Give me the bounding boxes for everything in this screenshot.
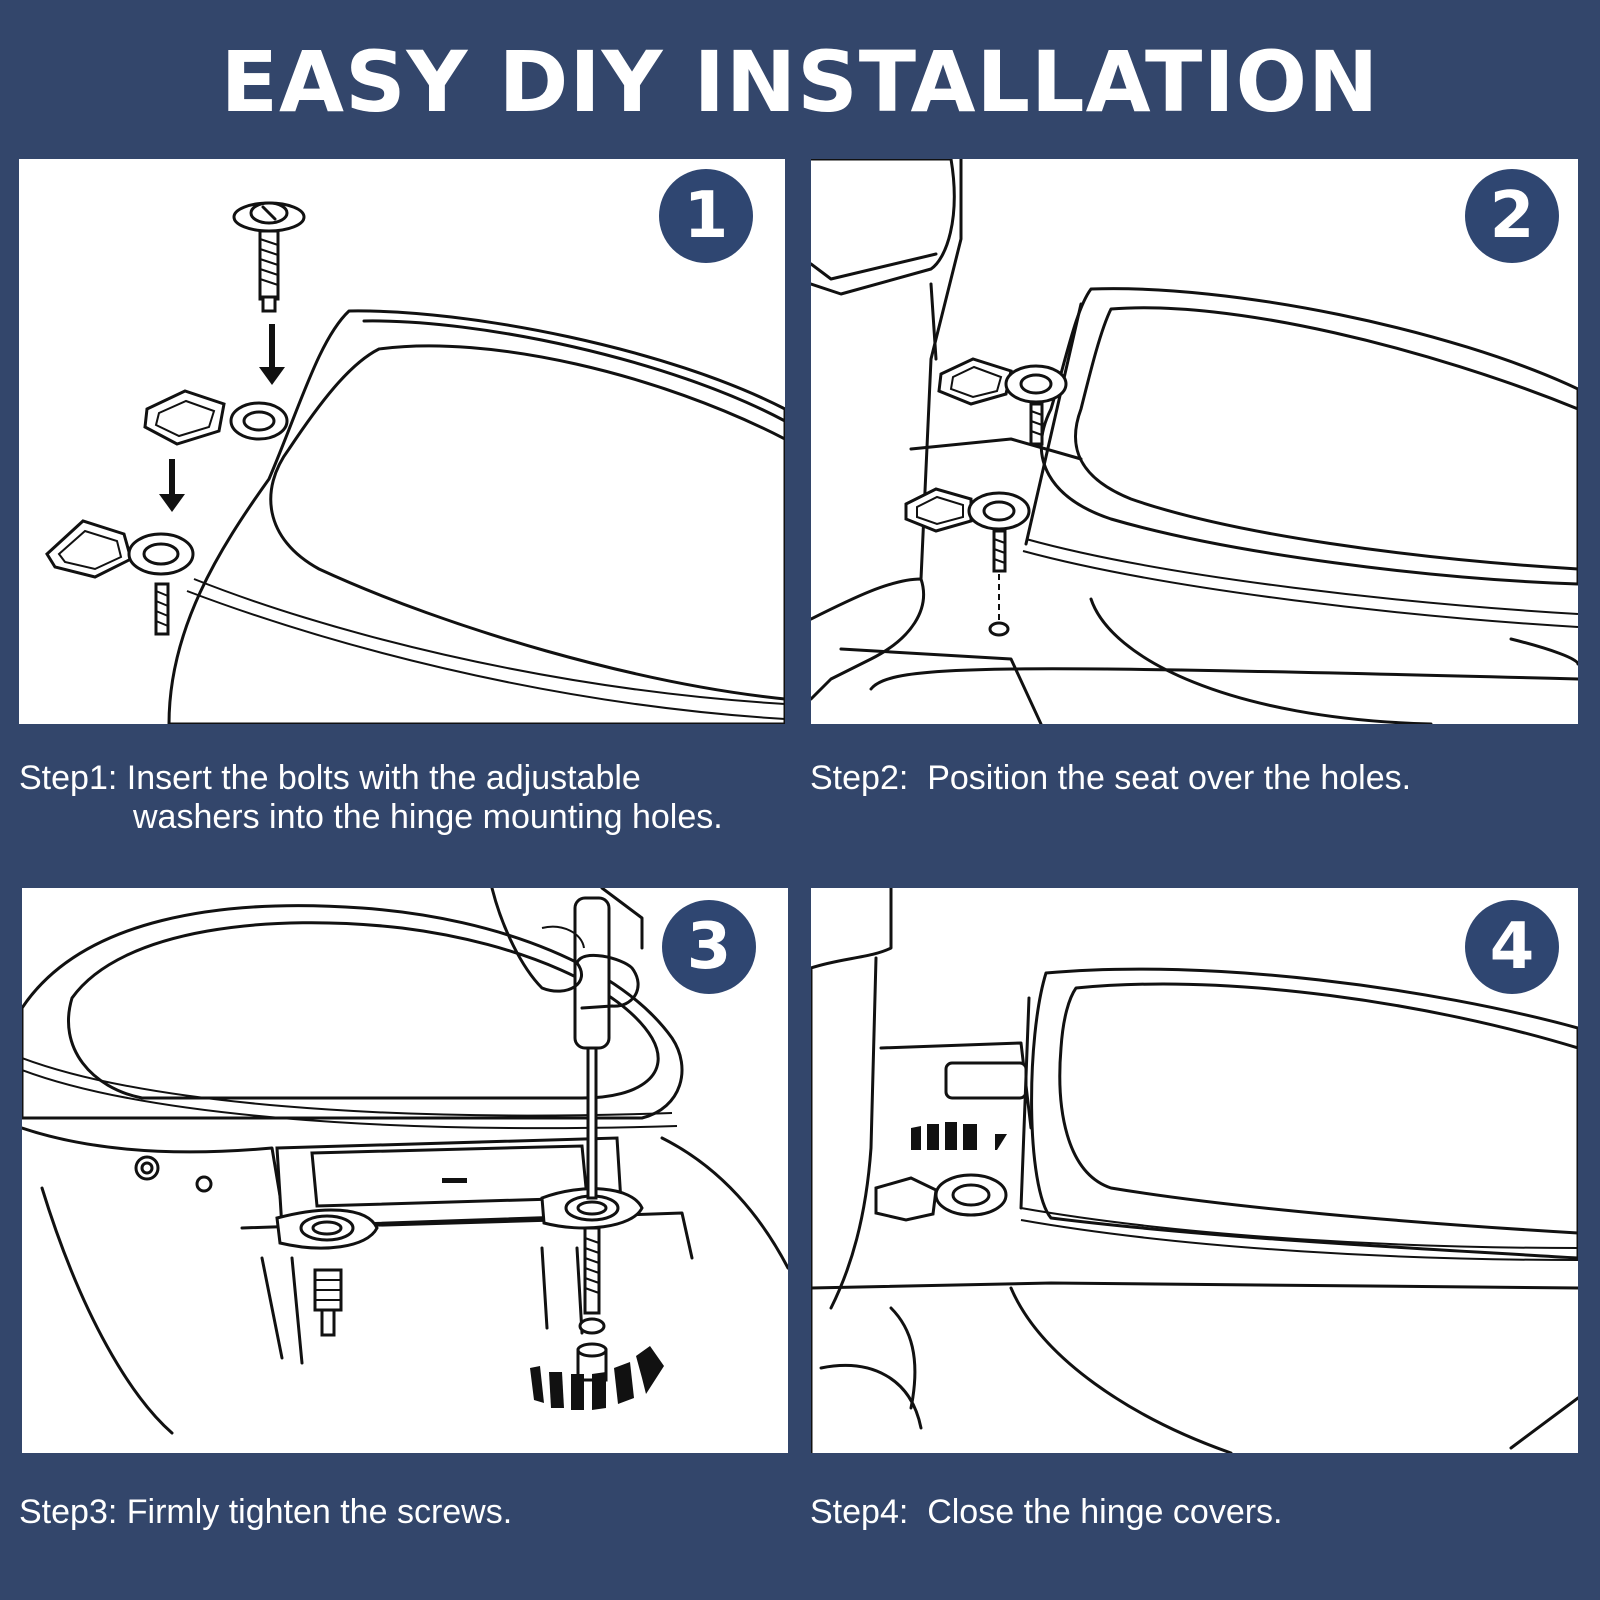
curved-arrow-icon xyxy=(911,1122,1007,1150)
step-2-illustration: 2 xyxy=(811,159,1578,724)
toilet-seat-bolt-insertion-drawing xyxy=(45,201,785,724)
step-number-badge: 2 xyxy=(1465,169,1559,263)
step-3-illustration: 3 xyxy=(22,888,788,1453)
step-3-caption: Step3: Firmly tighten the screws. xyxy=(19,1493,513,1531)
step-4-illustration: 4 xyxy=(811,888,1578,1453)
screwdriver-icon xyxy=(573,896,611,1200)
step-number-badge: 4 xyxy=(1465,900,1559,994)
step-1-illustration: 1 xyxy=(19,159,785,724)
bolt-icon xyxy=(232,201,306,313)
step-4-caption: Step4: Close the hinge covers. xyxy=(810,1493,1283,1531)
hinge-cover-closing-drawing xyxy=(811,888,1578,1453)
down-arrow-icon xyxy=(259,324,285,385)
hand-icon xyxy=(490,888,640,1010)
seat-positioning-drawing xyxy=(811,159,1578,724)
step-1-caption: Step1: Insert the bolts with the adjusta… xyxy=(19,759,641,797)
step-1-caption-continued: washers into the hinge mounting holes. xyxy=(133,798,723,836)
step-2-caption: Step2: Position the seat over the holes. xyxy=(810,759,1412,797)
page-title: EASY DIY INSTALLATION xyxy=(220,33,1380,131)
curved-arrow-icon xyxy=(530,1346,664,1410)
step-number-badge: 1 xyxy=(659,169,753,263)
screw-tightening-drawing xyxy=(22,888,788,1435)
step-number-badge: 3 xyxy=(662,900,756,994)
down-arrow-icon xyxy=(159,459,185,512)
